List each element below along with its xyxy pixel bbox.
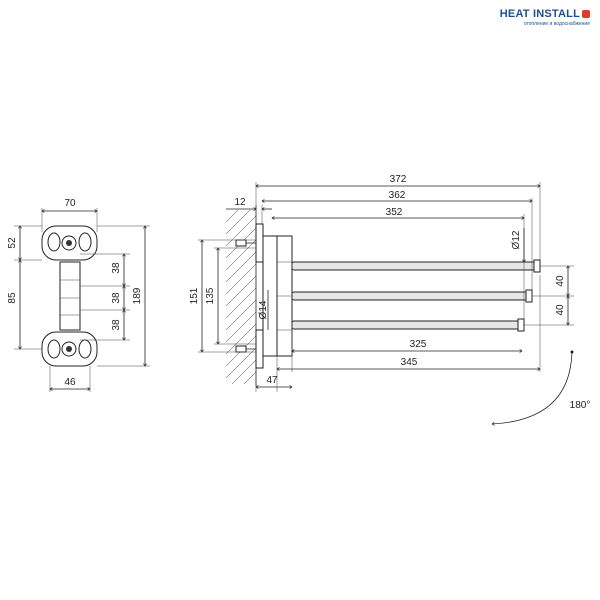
side-view: 70 52 85 38 38 <box>7 198 150 392</box>
dim-flange: 12 <box>234 197 246 208</box>
dim-rod-spacing-2: 40 <box>555 304 566 316</box>
dim-height-outer: 151 <box>189 287 200 304</box>
dim-total-height: 189 <box>132 287 143 304</box>
dim-length-mid: 362 <box>389 190 406 201</box>
vertical-post <box>59 261 81 331</box>
dim-mount-height: 85 <box>7 292 18 304</box>
dim-height-top: 52 <box>7 237 18 249</box>
dim-height-inner: 135 <box>205 287 216 304</box>
plate-slot <box>47 339 61 359</box>
post-body <box>262 235 278 357</box>
dim-width-top: 70 <box>64 198 76 209</box>
dim-spacing-1: 38 <box>111 262 122 274</box>
rod-end-cap <box>533 259 541 273</box>
logo-subtitle: отопление и водоснабжение <box>523 21 590 27</box>
rotation-arc <box>492 351 573 424</box>
screw-head <box>235 345 247 353</box>
plate-slot <box>78 232 92 252</box>
towel-rod-2 <box>291 291 529 301</box>
top-flange <box>255 223 264 263</box>
dim-rod-length-2: 345 <box>401 357 418 368</box>
dim-length-total: 372 <box>390 174 407 185</box>
dim-post-diameter: Ø14 <box>258 300 269 319</box>
arc-start <box>570 350 574 354</box>
plate-slot <box>47 232 61 252</box>
rod-end-cap <box>525 289 533 303</box>
dim-rod-spacing-1: 40 <box>555 275 566 287</box>
rod-end-cap <box>517 318 525 332</box>
wall-area <box>226 210 256 382</box>
logo-text: HEAT INSTALL <box>499 8 580 20</box>
dim-spacing-3: 38 <box>111 319 122 331</box>
towel-rod-3 <box>291 320 521 330</box>
dim-offset: 47 <box>266 375 278 386</box>
house-icon <box>582 10 590 18</box>
dim-rod-diameter: Ø12 <box>511 230 522 249</box>
bottom-flange <box>255 329 264 369</box>
dim-spacing-2: 38 <box>111 292 122 304</box>
brand-logo: HEAT INSTALL отопление и водоснабжение <box>500 8 590 27</box>
dim-width-bottom: 46 <box>64 377 76 388</box>
dim-length-short: 352 <box>386 207 403 218</box>
bolt-center <box>66 346 72 352</box>
rotation-angle: 180° <box>570 400 591 411</box>
towel-rod-1 <box>291 261 537 271</box>
front-view: 12 372 362 352 Ø12 <box>189 174 590 424</box>
screw-head <box>235 239 247 247</box>
logo-title: HEAT INSTALL <box>500 8 590 20</box>
wall-hatching <box>225 209 257 385</box>
dim-rod-length-1: 325 <box>410 339 427 350</box>
plate-slot <box>78 339 92 359</box>
bolt-center <box>66 240 72 246</box>
